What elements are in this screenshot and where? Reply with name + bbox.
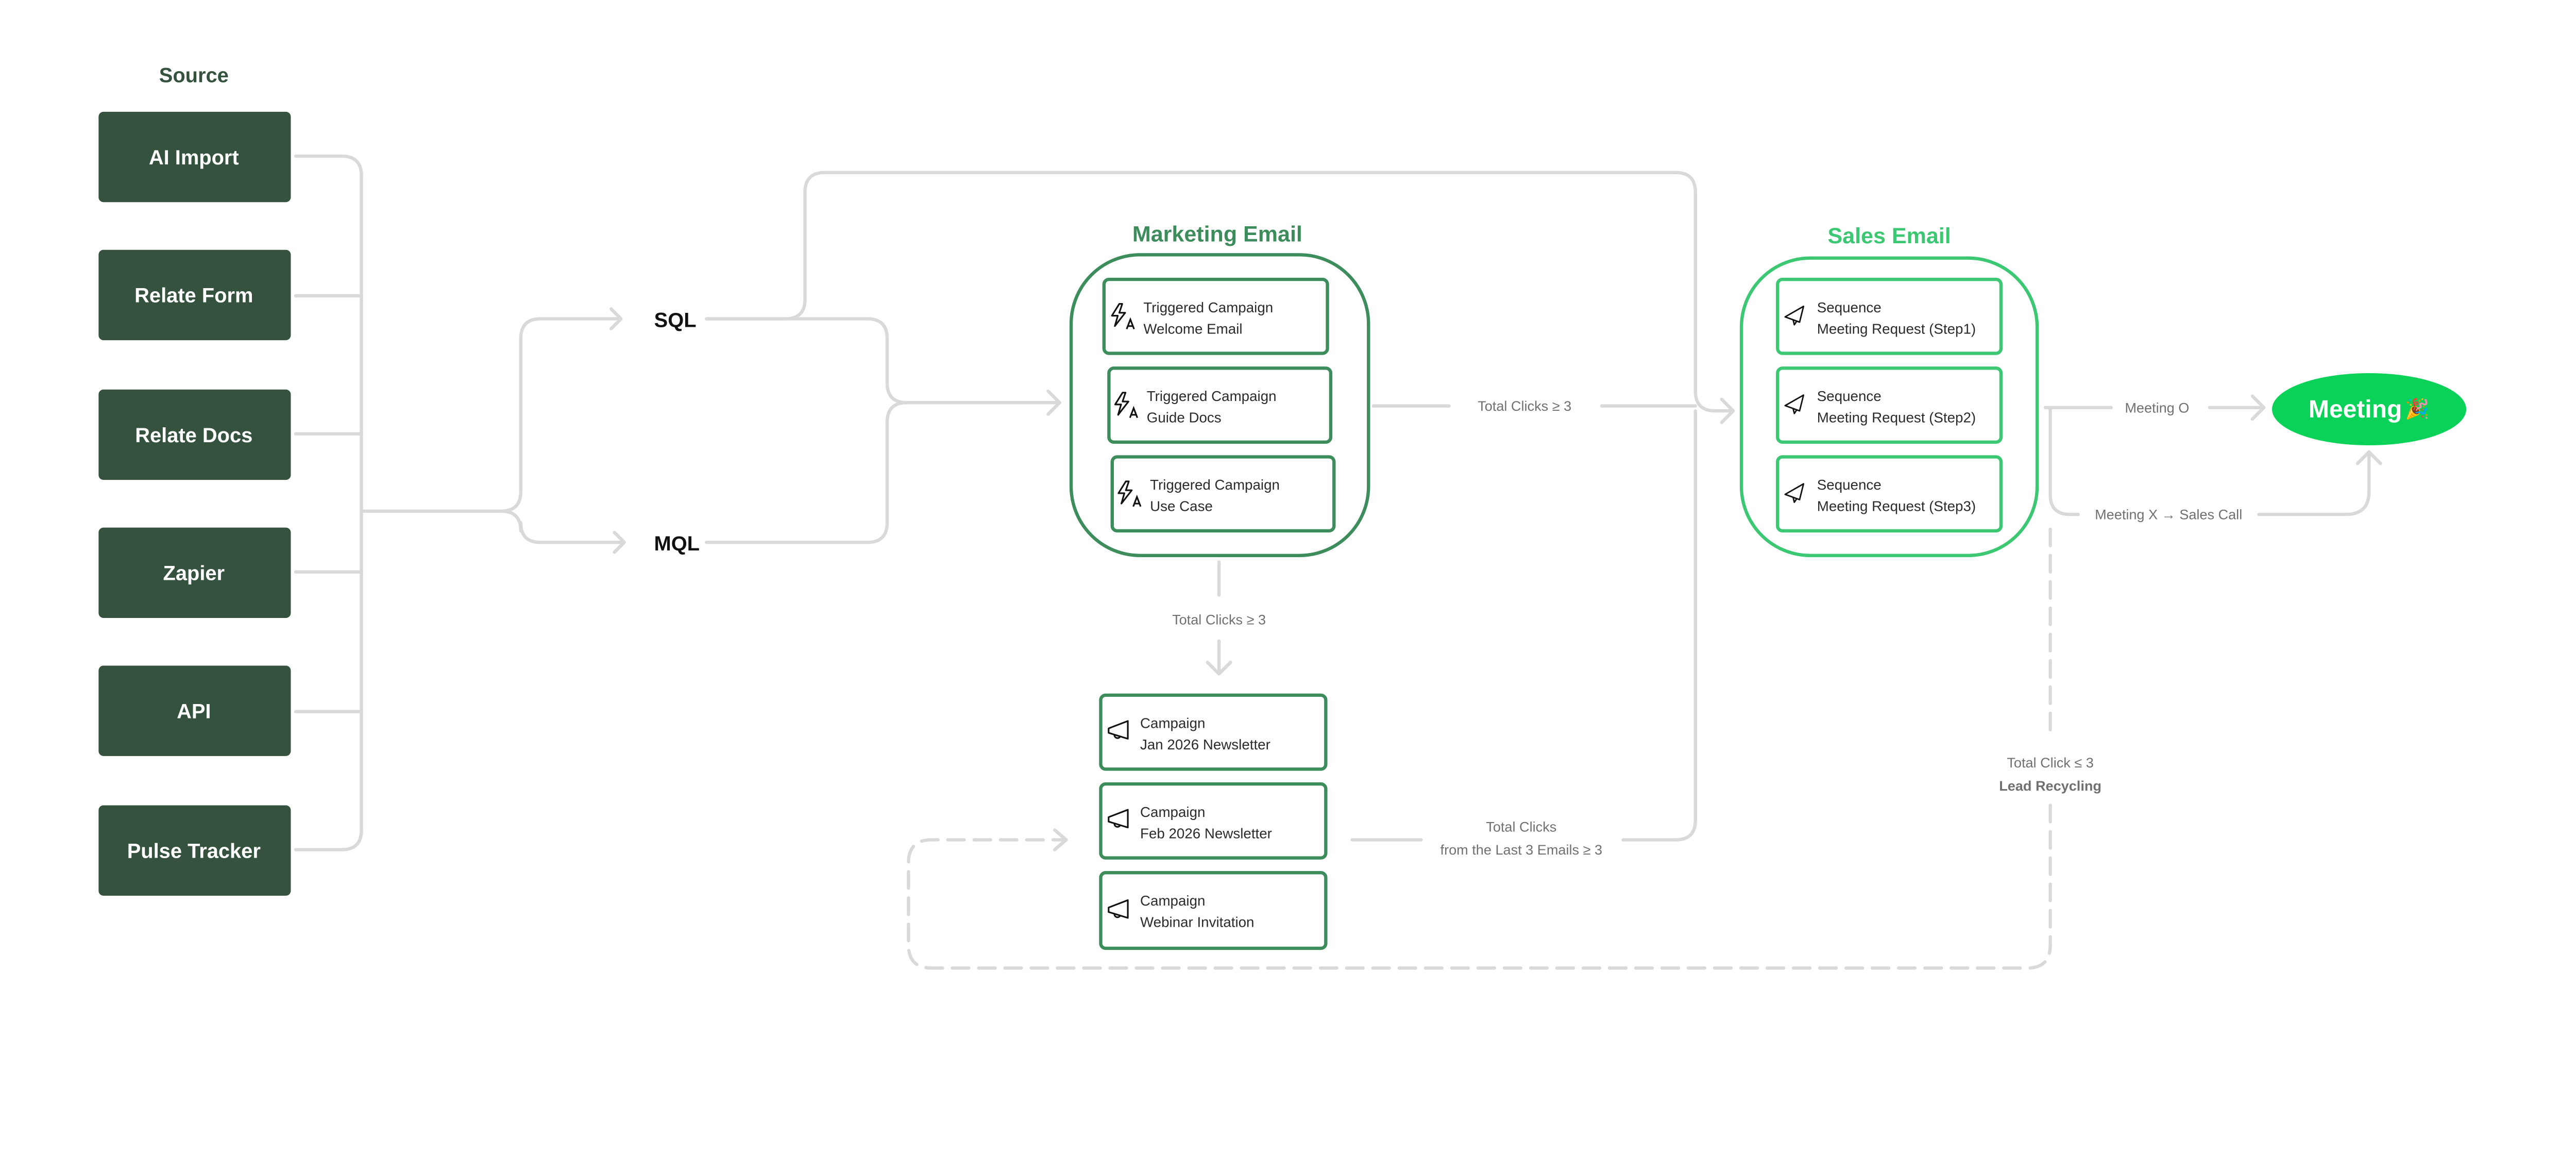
- source-item-label: API: [177, 700, 211, 723]
- sales-title: Sales Email: [1827, 224, 1951, 248]
- marketing-item-use-case[interactable]: Triggered Campaign Use Case: [1110, 455, 1336, 533]
- source-item-relate-docs[interactable]: Relate Docs: [98, 389, 291, 480]
- card-name: Use Case: [1150, 498, 1213, 514]
- lead-recycling-arrowhead: [1053, 828, 1068, 851]
- card-type: Sequence: [1817, 299, 1882, 315]
- marketing-to-campaigns: [1206, 560, 1232, 676]
- diagram-canvas: Source AI Import Relate Form Relate Docs…: [98, 64, 2466, 970]
- sales-item-step2[interactable]: Sequence Meeting Request (Step2): [1776, 366, 2003, 444]
- source-item-label: Pulse Tracker: [127, 840, 261, 863]
- source-item-label: AI Import: [149, 146, 239, 169]
- card-name: Meeting Request (Step2): [1817, 410, 1976, 426]
- stage-sql: SQL: [654, 309, 697, 332]
- meeting-label: Meeting: [2308, 395, 2402, 423]
- sales-group: [1739, 256, 2039, 557]
- card-name: Jan 2026 Newsletter: [1140, 737, 1270, 752]
- sales-item-step3[interactable]: Sequence Meeting Request (Step3): [1776, 455, 2003, 533]
- campaign-item-webinar-invitation[interactable]: Campaign Webinar Invitation: [1099, 871, 1328, 950]
- trunk-to-mql: [499, 509, 626, 554]
- card-type: Campaign: [1140, 804, 1205, 820]
- meeting-node[interactable]: Meeting 🎉: [2272, 373, 2466, 446]
- edge-label-campaigns-to-sales-1: Total Clicks: [1486, 819, 1556, 835]
- source-item-zapier[interactable]: Zapier: [98, 527, 291, 618]
- lead-flow-diagram: Source AI Import Relate Form Relate Docs…: [98, 64, 2382, 970]
- marketing-group: [1069, 253, 1370, 557]
- stage-mql: MQL: [654, 532, 700, 555]
- card-name: Feb 2026 Newsletter: [1140, 825, 1272, 841]
- sales-to-meeting: [2043, 394, 2266, 421]
- card-name: Webinar Invitation: [1140, 914, 1254, 930]
- edge-label-recycling-condition: Total Click ≤ 3: [2007, 755, 2093, 771]
- card-type: Campaign: [1140, 893, 1205, 909]
- edge-label-meeting-no: Meeting X → Sales Call: [2095, 507, 2242, 523]
- source-item-api[interactable]: API: [98, 665, 291, 756]
- sales-item-step1[interactable]: Sequence Meeting Request (Step1): [1776, 277, 2003, 355]
- card-name: Guide Docs: [1147, 410, 1222, 426]
- sql-to-sales: [704, 171, 1735, 424]
- source-item-ai-import[interactable]: AI Import: [98, 111, 291, 203]
- source-title: Source: [159, 64, 229, 87]
- source-trunk: [294, 154, 363, 851]
- source-item-relate-form[interactable]: Relate Form: [98, 249, 291, 341]
- card-type: Campaign: [1140, 715, 1205, 731]
- party-popper-icon: 🎉: [2405, 398, 2430, 421]
- campaign-item-jan-newsletter[interactable]: Campaign Jan 2026 Newsletter: [1099, 693, 1328, 771]
- edge-label-marketing-to-sales: Total Clicks ≥ 3: [1478, 398, 1571, 414]
- campaigns-to-sales: [1350, 409, 1698, 842]
- connectors: [294, 154, 2382, 970]
- source-item-label: Relate Form: [134, 285, 253, 307]
- trunk-to-sql: [360, 307, 623, 513]
- source-item-label: Zapier: [163, 562, 225, 585]
- edge-label-meeting-yes: Meeting O: [2125, 399, 2189, 415]
- card-type: Triggered Campaign: [1143, 299, 1273, 315]
- marketing-title: Marketing Email: [1132, 222, 1302, 247]
- card-type: Sequence: [1817, 388, 1882, 404]
- mql-to-marketing: [704, 401, 909, 544]
- campaign-item-feb-newsletter[interactable]: Campaign Feb 2026 Newsletter: [1099, 782, 1328, 860]
- edge-label-marketing-to-campaigns: Total Clicks ≥ 3: [1172, 612, 1266, 628]
- card-name: Meeting Request (Step3): [1817, 498, 1976, 514]
- marketing-item-guide-docs[interactable]: Triggered Campaign Guide Docs: [1107, 366, 1333, 444]
- card-type: Triggered Campaign: [1147, 388, 1277, 404]
- sales-to-sales-call: [2048, 406, 2382, 516]
- edge-label-campaigns-to-sales-2: from the Last 3 Emails ≥ 3: [1440, 842, 1603, 858]
- edge-label-lead-recycling: Lead Recycling: [1999, 778, 2102, 794]
- lead-recycling-loop: [907, 527, 2052, 970]
- card-name: Welcome Email: [1143, 321, 1242, 337]
- sql-to-marketing: [704, 317, 1061, 416]
- card-type: Sequence: [1817, 477, 1882, 493]
- card-name: Meeting Request (Step1): [1817, 321, 1976, 337]
- source-item-pulse-tracker[interactable]: Pulse Tracker: [98, 805, 291, 896]
- card-type: Triggered Campaign: [1150, 477, 1280, 493]
- marketing-item-welcome-email[interactable]: Triggered Campaign Welcome Email: [1102, 277, 1329, 355]
- source-item-label: Relate Docs: [135, 424, 252, 447]
